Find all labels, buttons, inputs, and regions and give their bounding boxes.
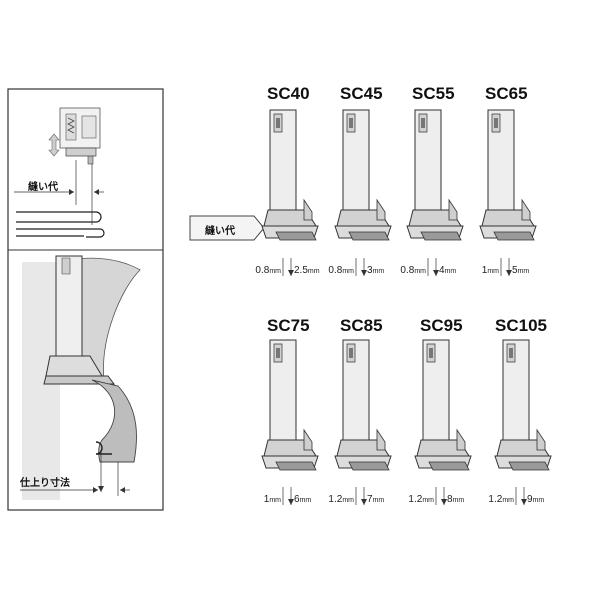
- left-dimension-sc75: 1mm: [263, 494, 281, 505]
- left-dimension-sc105: 1.2mm: [488, 494, 514, 505]
- model-label-sc85: SC85: [340, 316, 383, 335]
- presser-foot-sc40: [261, 109, 319, 276]
- right-dimension-sc65: 5mm: [512, 265, 530, 276]
- model-label-sc95: SC95: [420, 316, 463, 335]
- left-dimension-sc45: 0.8mm: [328, 265, 354, 276]
- seam-allowance-label: 縫い代: [28, 182, 58, 193]
- left-dimension-sc55: 0.8mm: [400, 265, 426, 276]
- foot-on-fabric-diagram: [20, 255, 141, 500]
- left-dimension-sc95: 1.2mm: [408, 494, 434, 505]
- presser-foot-sc65: [479, 109, 537, 276]
- right-dimension-sc95: 8mm: [447, 494, 465, 505]
- model-label-sc65: SC65: [485, 84, 528, 103]
- presser-foot-sc55: [406, 109, 464, 276]
- left-dimension-sc85: 1.2mm: [328, 494, 354, 505]
- finished-size-label: 仕上り寸法: [20, 478, 70, 489]
- presser-foot-sc95: [414, 339, 472, 505]
- model-label-sc55: SC55: [412, 84, 455, 103]
- callout-label: 縫い代: [205, 226, 235, 237]
- model-label-sc45: SC45: [340, 84, 383, 103]
- right-dimension-sc45: 3mm: [367, 265, 385, 276]
- model-label-sc105: SC105: [495, 316, 547, 335]
- model-label-sc75: SC75: [267, 316, 310, 335]
- cross-section-diagram: [14, 107, 105, 238]
- right-dimension-sc85: 7mm: [367, 494, 385, 505]
- right-dimension-sc75: 6mm: [294, 494, 312, 505]
- presser-foot-sc105: [494, 339, 552, 505]
- right-dimension-sc105: 9mm: [527, 494, 545, 505]
- presser-foot-sc75: [261, 339, 319, 505]
- left-dimension-sc65: 1mm: [481, 265, 499, 276]
- callout-arrow: [189, 215, 265, 241]
- right-dimension-sc55: 4mm: [439, 265, 457, 276]
- presser-foot-sc85: [334, 339, 392, 505]
- presser-foot-sc45: [334, 109, 392, 276]
- panel-frame: [7, 88, 164, 511]
- left-dimension-sc40: 0.8mm: [255, 265, 281, 276]
- right-dimension-sc40: 2.5mm: [294, 265, 320, 276]
- up-down-arrow-icon: [48, 133, 60, 157]
- model-label-sc40: SC40: [267, 84, 310, 103]
